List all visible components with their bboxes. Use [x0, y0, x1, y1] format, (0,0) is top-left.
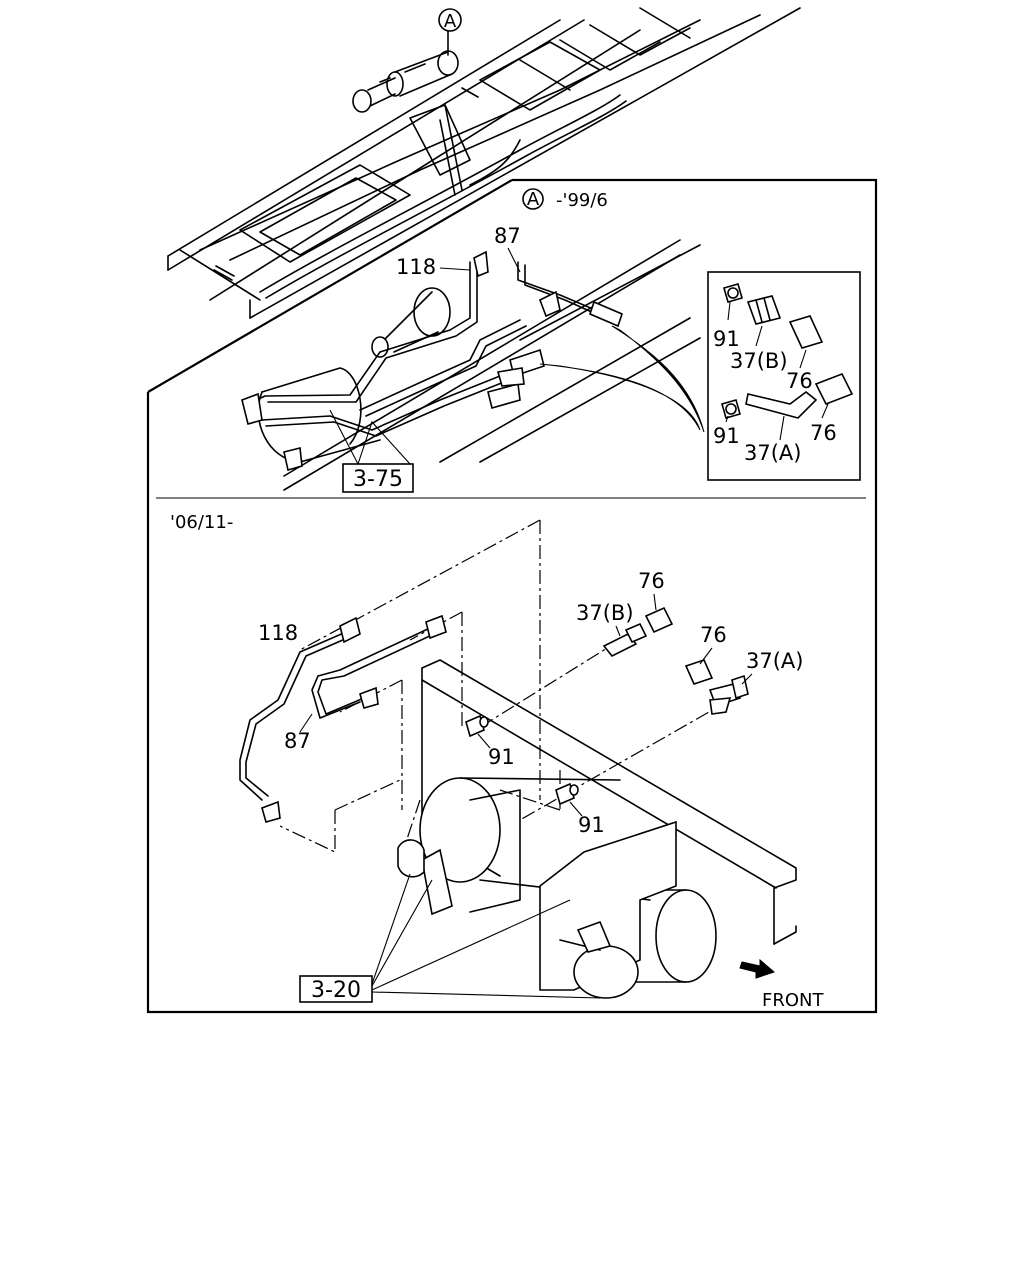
ref-box-3-75 — [342, 463, 414, 493]
ref-box-3-20 — [299, 975, 373, 1003]
chassis-overview: A — [167, 7, 801, 319]
section-b-date-range: '06/11- — [170, 512, 233, 533]
inset-label-91-bottom: 91 — [713, 424, 740, 448]
section-a-marker-circle — [522, 188, 544, 210]
callout-a-circle — [438, 8, 462, 32]
label-76-b2: 76 — [700, 623, 727, 647]
inset-label-91-top: 91 — [713, 327, 740, 351]
label-91-b2: 91 — [578, 813, 605, 837]
inset-label-37a: 37(A) — [744, 441, 801, 465]
inset-label-76-bottom: 76 — [810, 421, 837, 445]
label-front: FRONT — [762, 990, 824, 1011]
section-b: '06/11- — [170, 512, 824, 1011]
label-87-a: 87 — [494, 224, 521, 248]
label-76-b1: 76 — [638, 569, 665, 593]
detail-inset: 91 37(B) 76 91 76 37(A) — [707, 271, 861, 481]
inset-label-37b: 37(B) — [730, 349, 788, 373]
label-37a-b: 37(A) — [746, 649, 803, 673]
ref-3-75: 3-75 — [353, 467, 403, 492]
label-91-b1: 91 — [488, 745, 515, 769]
label-118-a: 118 — [396, 255, 436, 279]
inset-label-76-top: 76 — [786, 369, 813, 393]
section-a: A -'99/6 — [146, 178, 878, 1014]
ref-3-20: 3-20 — [311, 978, 361, 1003]
section-a-date-range: -'99/6 — [556, 190, 608, 211]
label-37b-b: 37(B) — [576, 601, 634, 625]
label-118-b: 118 — [258, 621, 298, 645]
callout-a-marker: A — [444, 11, 457, 32]
section-a-marker: A — [527, 189, 540, 210]
label-87-b: 87 — [284, 729, 311, 753]
